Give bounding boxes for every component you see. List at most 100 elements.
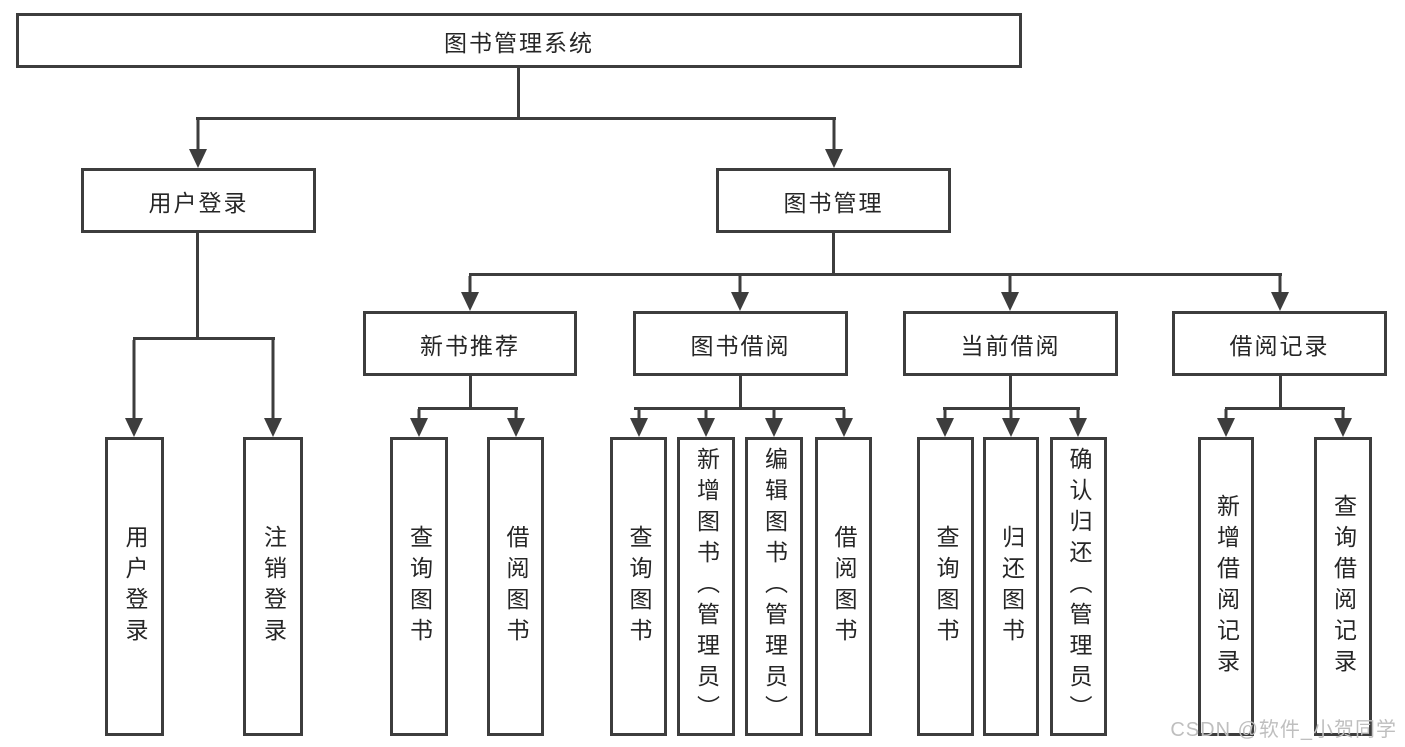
connector-arrow-to-book-borrow — [731, 276, 749, 311]
leaf-label: 用户登录 — [122, 524, 148, 649]
arrow-head-icon — [630, 418, 648, 437]
leaf-confirm-return-admin: 确认归还（管理员） — [1050, 437, 1107, 736]
arrow-head-icon — [1217, 418, 1235, 437]
arrow-head-icon — [1069, 418, 1087, 437]
leaf-label: 借阅图书 — [503, 524, 529, 649]
connector-arrow-to-leaf-user-login — [125, 340, 143, 437]
node-book-mgmt: 图书管理 — [716, 168, 951, 233]
node-user-login: 用户登录 — [81, 168, 316, 233]
arrow-head-icon — [507, 418, 525, 437]
node-root-label: 图书管理系统 — [444, 29, 594, 56]
connector-arrow-to-book-mgmt — [825, 120, 843, 168]
arrow-head-icon — [264, 418, 282, 437]
arrow-shaft — [1008, 276, 1012, 299]
leaf-user-login: 用户登录 — [105, 437, 164, 736]
leaf-query-book-3: 查询图书 — [917, 437, 974, 736]
node-label: 图书借阅 — [690, 332, 791, 359]
arrow-shaft — [417, 409, 421, 425]
arrow-head-icon — [461, 292, 479, 311]
connector-arrow-to-user-login — [189, 120, 207, 168]
arrow-shaft — [637, 409, 641, 425]
connector-borrow-record-split-bar — [1225, 407, 1345, 410]
leaf-borrow-book-2: 借阅图书 — [815, 437, 872, 736]
leaf-label: 确认归还（管理员） — [1066, 447, 1092, 726]
arrow-head-icon — [189, 149, 207, 168]
leaf-label: 查询借阅记录 — [1330, 493, 1357, 680]
arrow-head-icon — [125, 418, 143, 437]
leaf-label: 查询图书 — [626, 524, 652, 649]
node-label: 图书管理 — [783, 189, 884, 216]
arrow-head-icon — [825, 149, 843, 168]
leaf-label: 查询图书 — [406, 524, 433, 649]
leaf-label: 编辑图书（管理员） — [761, 447, 788, 726]
connector-arrow-leaf — [835, 409, 853, 437]
connector-user-login-split-bar — [133, 337, 275, 340]
leaf-query-book-2: 查询图书 — [610, 437, 667, 736]
node-borrow-record: 借阅记录 — [1172, 311, 1387, 376]
leaf-borrow-book-1: 借阅图书 — [487, 437, 544, 736]
connector-arrow-leaf — [630, 409, 648, 437]
leaf-label: 借阅图书 — [831, 524, 857, 649]
leaf-query-book-1: 查询图书 — [390, 437, 448, 736]
node-new-book-rec: 新书推荐 — [363, 311, 577, 376]
connector-arrow-leaf — [936, 409, 954, 437]
connector-book-mgmt-stem — [832, 232, 835, 276]
arrow-head-icon — [1001, 292, 1019, 311]
arrow-head-icon — [765, 418, 783, 437]
arrow-head-icon — [835, 418, 853, 437]
leaf-logout: 注销登录 — [243, 437, 303, 736]
arrow-shaft — [1009, 409, 1013, 425]
connector-user-login-stem — [196, 232, 199, 340]
connector-arrow-leaf — [1334, 409, 1352, 437]
arrow-shaft — [738, 276, 742, 299]
node-label: 借阅记录 — [1229, 332, 1330, 359]
arrow-shaft — [842, 409, 846, 425]
csdn-watermark: CSDN @软件_小贺同学 — [1170, 719, 1397, 741]
leaf-add-book-admin: 新增图书（管理员） — [677, 437, 735, 736]
connector-arrow-to-leaf-logout — [264, 340, 282, 437]
connector-arrow-to-current-borrow — [1001, 276, 1019, 311]
connector-arrow-leaf — [765, 409, 783, 437]
arrow-head-icon — [410, 418, 428, 437]
arrow-shaft — [704, 409, 708, 425]
node-label: 用户登录 — [148, 189, 249, 216]
leaf-label: 查询图书 — [933, 524, 959, 649]
leaf-label: 新增图书（管理员） — [693, 447, 720, 726]
arrow-head-icon — [1271, 292, 1289, 311]
connector-root-stem — [517, 67, 520, 120]
arrow-shaft — [271, 340, 275, 425]
connector-arrow-leaf — [1069, 409, 1087, 437]
leaf-label: 新增借阅记录 — [1213, 493, 1240, 680]
connector-book-borrow-split-bar — [634, 407, 845, 410]
arrow-head-icon — [1334, 418, 1352, 437]
connector-new-book-rec-split-bar — [418, 407, 518, 410]
arrow-shaft — [514, 409, 518, 425]
arrow-head-icon — [1002, 418, 1020, 437]
arrow-shaft — [832, 120, 836, 156]
arrow-shaft — [196, 120, 200, 156]
connector-arrow-leaf — [1002, 409, 1020, 437]
connector-borrow-record-stem — [1279, 374, 1282, 410]
connector-current-borrow-split-bar — [943, 407, 1080, 410]
connector-arrow-leaf — [410, 409, 428, 437]
leaf-label: 归还图书 — [998, 524, 1025, 649]
arrow-shaft — [772, 409, 776, 425]
arrow-shaft — [132, 340, 136, 425]
connector-new-book-rec-stem — [469, 375, 472, 410]
node-root: 图书管理系统 — [16, 13, 1022, 68]
arrow-head-icon — [697, 418, 715, 437]
node-current-borrow: 当前借阅 — [903, 311, 1118, 376]
arrow-shaft — [943, 409, 947, 425]
connector-arrow-leaf — [697, 409, 715, 437]
node-label: 新书推荐 — [420, 332, 520, 359]
connector-book-borrow-stem — [739, 375, 742, 410]
arrow-head-icon — [936, 418, 954, 437]
arrow-shaft — [1278, 276, 1282, 299]
arrow-shaft — [1076, 409, 1080, 425]
arrow-shaft — [468, 276, 472, 299]
connector-root-split-bar — [196, 117, 836, 120]
connector-current-borrow-stem — [1009, 375, 1012, 410]
leaf-edit-book-admin: 编辑图书（管理员） — [745, 437, 803, 736]
node-book-borrow: 图书借阅 — [633, 311, 848, 376]
